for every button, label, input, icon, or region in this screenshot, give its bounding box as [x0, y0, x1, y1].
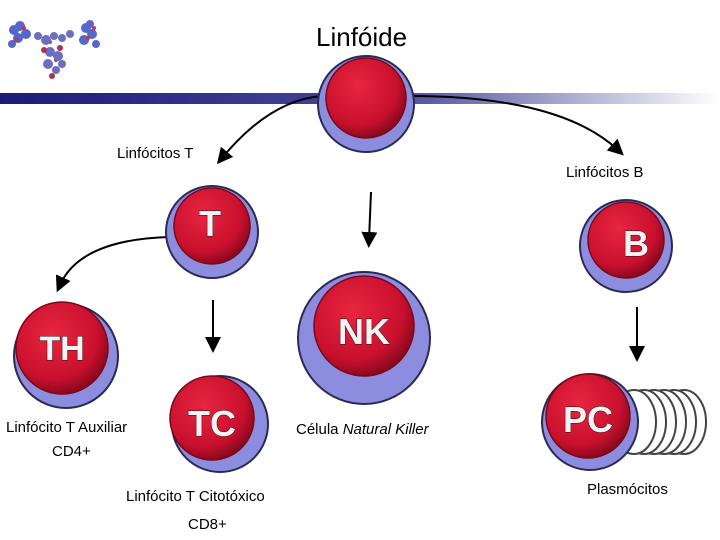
label-nk: Célula Natural Killer: [296, 421, 429, 438]
label-cd8: CD8+: [188, 516, 227, 533]
b-cell-letter: B: [623, 223, 649, 264]
t-cell-letter: T: [199, 203, 221, 244]
arrow-to-t: [216, 95, 323, 165]
tc-cell-letter: TC: [188, 403, 236, 444]
label-nk-italic: Natural Killer: [342, 421, 429, 438]
antibody-logo-icon: [8, 20, 100, 79]
tc-cell: TC: [169, 375, 269, 473]
plasma-cell-ridges: [611, 389, 707, 455]
arrow-to-th: [55, 236, 169, 293]
label-linfocitos-t: Linfócitos T: [117, 145, 194, 162]
pc-cell-letter: PC: [563, 399, 613, 440]
t-cell: T: [165, 185, 259, 279]
arrow-to-b: [409, 95, 624, 156]
b-cell: B: [579, 199, 673, 293]
label-auxiliar: Linfócito T Auxiliar: [6, 419, 128, 436]
nk-cell: NK: [297, 271, 431, 405]
th-cell: TH: [13, 301, 119, 409]
nk-cell-letter: NK: [338, 311, 390, 352]
th-cell-letter: TH: [39, 330, 84, 368]
label-citotoxico: Linfócito T Citotóxico: [126, 488, 265, 505]
label-cd4: CD4+: [52, 443, 91, 460]
label-nk-prefix: Célula: [296, 421, 339, 438]
label-plasmocitos: Plasmócitos: [587, 481, 668, 498]
page-title: Linfóide: [316, 22, 408, 52]
label-linfocitos-b: Linfócitos B: [566, 164, 644, 181]
pc-cell: PC: [541, 373, 639, 471]
arrow-to-nk: [361, 191, 378, 248]
stem-cell: [317, 55, 415, 153]
